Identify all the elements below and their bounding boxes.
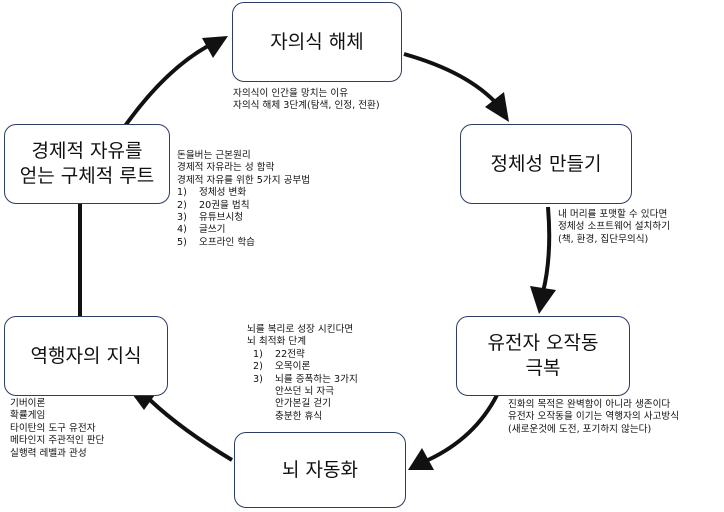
note-gene-malfunction: 진화의 목적은 완벽함이 아니라 생존이다 유전자 오작동을 이기는 역행자의 … — [508, 399, 679, 436]
node-economic-freedom: 경제적 자유를 얻는 구체적 루트 — [4, 124, 170, 204]
item-text: 정체성 변화 — [199, 187, 247, 199]
note-line: 진화의 목적은 완벽함이 아니라 생존이다 — [508, 399, 671, 410]
note-line: 내 머리를 포맷할 수 있다면 — [558, 209, 668, 220]
note-line: 자의식이 인간을 망치는 이유 — [233, 88, 349, 99]
item-text: 뇌를 증폭하는 3가지 — [275, 373, 358, 385]
item-number: 4) — [177, 224, 187, 236]
note-line: 확률게임 — [10, 410, 46, 422]
item-number: 1) — [253, 348, 263, 360]
note-sub-item: 충분한 휴식 — [275, 410, 323, 422]
note-line: 뇌를 복리로 성장 시킨다면 — [247, 324, 354, 335]
node-label: 정체성 만들기 — [490, 152, 602, 175]
item-text: 20권을 법칙 — [199, 199, 250, 211]
arrowhead-to-2 — [485, 92, 509, 122]
arrowhead-to-3 — [530, 286, 556, 314]
item-number: 2) — [253, 361, 263, 373]
note-line: 메타인지 주관적인 판단 — [10, 435, 105, 447]
arrowhead-to-1 — [202, 36, 228, 58]
note-list-item: 1) 정체성 변화 — [177, 187, 310, 199]
note-list-item: 2) 오목이론 — [247, 361, 358, 373]
arrow-2-to-3 — [541, 206, 552, 293]
node-label: 자의식 해체 — [270, 30, 364, 53]
node-label: 뇌 자동화 — [282, 458, 358, 481]
note-list-item: 4) 글쓰기 — [177, 224, 310, 236]
item-text: 유튜브시청 — [199, 212, 244, 224]
arrow-3-to-4 — [427, 394, 499, 462]
arrow-4-to-5 — [148, 398, 234, 462]
node-gene-malfunction: 유전자 오작동 극복 — [456, 316, 630, 396]
note-list-item: 3) 뇌를 증폭하는 3가지 — [247, 374, 358, 386]
node-brain-automation: 뇌 자동화 — [234, 432, 406, 508]
arrow-1-to-2 — [403, 52, 500, 107]
item-number: 1) — [177, 187, 187, 199]
node-label: 유전자 오작동 극복 — [487, 332, 599, 379]
item-text: 오프라인 학습 — [199, 236, 256, 248]
item-number: 3) — [253, 373, 263, 385]
note-reverser-knowledge: 기버이론 확률게임 타이탄의 도구 유전자 메타인지 주관적인 판단 실행력 레… — [10, 398, 104, 460]
node-identity: 정체성 만들기 — [460, 124, 632, 204]
note-list-item: 3) 유튜브시청 — [177, 212, 310, 224]
note-line: 정체성 소프트웨어 설치하기 — [558, 221, 671, 233]
arrowhead-to-4 — [408, 448, 434, 470]
arrow-6-to-1 — [123, 44, 209, 128]
note-list-item: 2) 20권을 법칙 — [177, 200, 310, 212]
note-economic-freedom: 돈을버는 근본원리 경제적 자유라는 성 함락 경제적 자유를 위한 5가지 공… — [177, 150, 310, 249]
node-self-consciousness: 자의식 해체 — [232, 2, 402, 82]
note-line: 경제적 자유라는 성 함락 — [177, 162, 275, 174]
note-sub-item: 안가본길 걷기 — [275, 398, 332, 410]
note-brain-automation: 뇌를 복리로 성장 시킨다면 뇌 최적화 단계 1) 22전략 2) 오목이론 3)… — [247, 324, 358, 423]
note-line: (새로운것에 도전, 포기하지 않는다) — [508, 423, 652, 435]
note-sub-item: 안쓰던 뇌 자극 — [275, 386, 335, 398]
item-text: 22전략 — [275, 348, 305, 360]
note-line: (책, 환경, 집단무의식) — [558, 233, 649, 245]
note-list-item: 5) 오프라인 학습 — [177, 237, 310, 249]
note-line: 자의식 해체 3단계(탐색, 인정, 전환) — [233, 100, 380, 112]
note-line: 실행력 레벨과 관성 — [10, 447, 87, 459]
note-line: 돈을버는 근본원리 — [177, 150, 251, 161]
item-text: 글쓰기 — [199, 224, 226, 236]
item-number: 3) — [177, 212, 187, 224]
node-label: 역행자의 지식 — [30, 344, 142, 367]
note-self-consciousness: 자의식이 인간을 망치는 이유 자의식 해체 3단계(탐색, 인정, 전환) — [233, 88, 380, 113]
note-line: 유전자 오작동을 이기는 역행자의 사고방식 — [508, 411, 680, 423]
note-identity: 내 머리를 포맷할 수 있다면 정체성 소프트웨어 설치하기 (책, 환경, 집… — [558, 209, 670, 246]
node-label: 경제적 자유를 얻는 구체적 루트 — [19, 140, 155, 187]
item-number: 2) — [177, 199, 187, 211]
note-line: 타이탄의 도구 유전자 — [10, 422, 96, 434]
item-number: 5) — [177, 236, 187, 248]
note-line: 경제적 자유를 위한 5가지 공부법 — [177, 174, 311, 186]
item-text: 오목이론 — [275, 361, 311, 373]
note-list-item: 1) 22전략 — [247, 349, 358, 361]
note-line: 기버이론 — [10, 398, 46, 409]
note-line: 뇌 최적화 단계 — [247, 336, 307, 348]
node-reverser-knowledge: 역행자의 지식 — [4, 316, 168, 396]
